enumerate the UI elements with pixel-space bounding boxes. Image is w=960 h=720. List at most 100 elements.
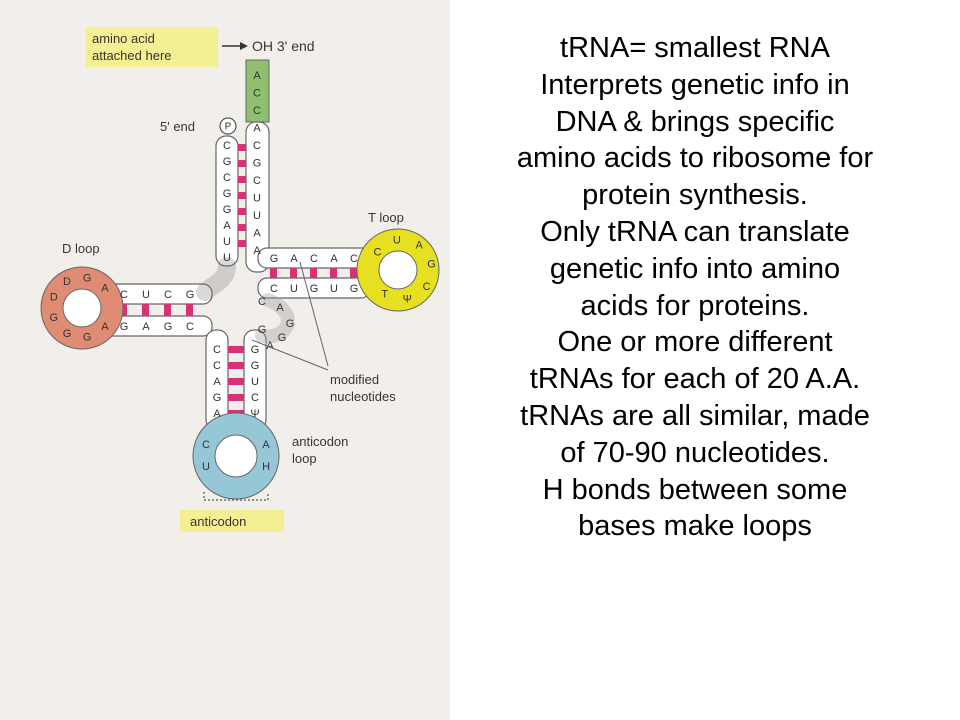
base-anticodon-loop: C xyxy=(202,439,210,451)
base-d-loop: G xyxy=(83,272,92,284)
base-d-loop: D xyxy=(50,292,58,304)
modified-pointer-lines xyxy=(251,261,329,371)
base-t-stem-bottom: U xyxy=(290,283,298,295)
base-t-stem-bottom: G xyxy=(310,283,319,295)
base-acceptor-left: C xyxy=(223,172,231,184)
base-pair-mark xyxy=(238,192,246,199)
base-anticodon-right: U xyxy=(251,376,259,388)
base-variable-loop: A xyxy=(276,302,284,314)
anticodon-loop-label-line1: anticodon xyxy=(292,434,348,449)
base-pair-mark xyxy=(142,304,149,316)
base-pair-mark xyxy=(238,208,246,215)
base-t-loop: U xyxy=(393,234,401,246)
text-line: DNA & brings specific xyxy=(555,105,835,138)
text-line: genetic info into amino xyxy=(549,252,841,285)
text-line: Interprets genetic info in xyxy=(540,68,850,101)
anticodon-loop-ring xyxy=(193,413,279,499)
phosphate-circle xyxy=(219,117,237,135)
base-anticodon-right: G xyxy=(251,344,260,356)
base-anticodon-left: A xyxy=(213,376,221,388)
oh-3-end-label: OH 3' end xyxy=(252,38,315,54)
base-pair-mark xyxy=(164,304,171,316)
base-acceptor-right: C xyxy=(253,105,261,117)
base-pair-mark xyxy=(310,268,317,278)
text-line: tRNAs for each of 20 A.A. xyxy=(529,363,861,396)
base-d-stem-bottom: G xyxy=(164,321,173,333)
connector xyxy=(196,257,236,301)
t-loop-outline-outer xyxy=(356,228,440,312)
base-pair-mark xyxy=(270,268,277,278)
anticodon-label-box xyxy=(180,510,284,532)
base-pair-mark xyxy=(330,268,337,278)
amino-acid-label-box xyxy=(86,27,218,67)
base-acceptor-left: G xyxy=(223,188,232,200)
base-t-stem-top: G xyxy=(270,253,279,265)
base-anticodon-loop: A xyxy=(262,439,270,451)
base-d-stem-bottom: G xyxy=(120,321,129,333)
text-line: One or more different xyxy=(557,326,833,359)
anticodon-loop-label-line2: loop xyxy=(292,451,317,466)
base-pair-mark xyxy=(228,378,244,385)
base-t-loop: C xyxy=(373,247,381,259)
d-loop-outline-outer xyxy=(40,266,124,350)
base-t-loop: C xyxy=(423,281,431,293)
anticodon-loop-outline-outer xyxy=(192,412,280,500)
d-loop-label: D loop xyxy=(62,241,100,256)
base-pair-mark xyxy=(238,160,246,167)
base-pair-mark xyxy=(228,394,244,401)
base-anticodon-loop: U xyxy=(202,461,210,473)
t-loop-outline-inner xyxy=(378,250,418,290)
base-anticodon-left: A xyxy=(213,408,221,420)
amino-acid-label-line2: attached here xyxy=(92,48,172,63)
text-line: of 70-90 nucleotides. xyxy=(560,436,830,469)
base-acceptor-left: C xyxy=(223,140,231,152)
anticodon-label: anticodon xyxy=(190,514,246,529)
base-acceptor-left: U xyxy=(223,252,231,264)
acceptor-left-strand xyxy=(215,135,239,267)
base-variable-loop: G xyxy=(286,318,295,330)
base-t-stem-top: A xyxy=(330,253,338,265)
base-t-stem-top: C xyxy=(350,253,358,265)
base-pair-mark xyxy=(228,362,244,369)
anticodon-bracket xyxy=(203,492,269,501)
base-acceptor-right: A xyxy=(253,227,261,239)
base-d-loop: A xyxy=(101,321,109,333)
text-line: protein synthesis. xyxy=(582,179,808,212)
base-d-loop: G xyxy=(83,331,92,343)
base-anticodon-right: Ψ xyxy=(250,408,259,420)
base-pair-mark xyxy=(228,346,244,353)
base-t-stem-top: A xyxy=(290,253,298,265)
text-line: acids for proteins. xyxy=(580,289,810,322)
base-acceptor-left: G xyxy=(223,204,232,216)
t-loop-ring xyxy=(357,229,439,311)
base-t-loop: G xyxy=(427,259,436,271)
base-acceptor-right: U xyxy=(253,210,261,222)
base-d-stem-top: C xyxy=(120,289,128,301)
base-pair-mark xyxy=(238,224,246,231)
text-line: amino acids to ribosome for xyxy=(516,142,874,175)
base-d-loop: D xyxy=(63,276,71,288)
d-loop-ring xyxy=(41,267,123,349)
base-t-loop: T xyxy=(381,288,388,300)
base-t-loop: A xyxy=(416,239,424,251)
base-pair-mark xyxy=(238,176,246,183)
base-t-stem-top: C xyxy=(310,253,318,265)
base-acceptor-right: C xyxy=(253,175,261,187)
phosphate-label: P xyxy=(225,122,232,133)
base-d-stem-bottom: C xyxy=(186,321,194,333)
text-line: bases make loops xyxy=(578,510,812,543)
base-pair-mark xyxy=(238,240,246,247)
text-line: tRNAs are all similar, made xyxy=(520,399,870,432)
base-variable-loop: C xyxy=(258,296,266,308)
base-acceptor-right: U xyxy=(253,192,261,204)
base-d-stem-bottom: A xyxy=(142,321,150,333)
base-pair-mark xyxy=(350,268,357,278)
base-t-stem-bottom: U xyxy=(330,283,338,295)
base-pair-mark xyxy=(186,304,193,316)
base-acceptor-right: A xyxy=(253,122,261,134)
base-anticodon-left: G xyxy=(213,392,222,404)
